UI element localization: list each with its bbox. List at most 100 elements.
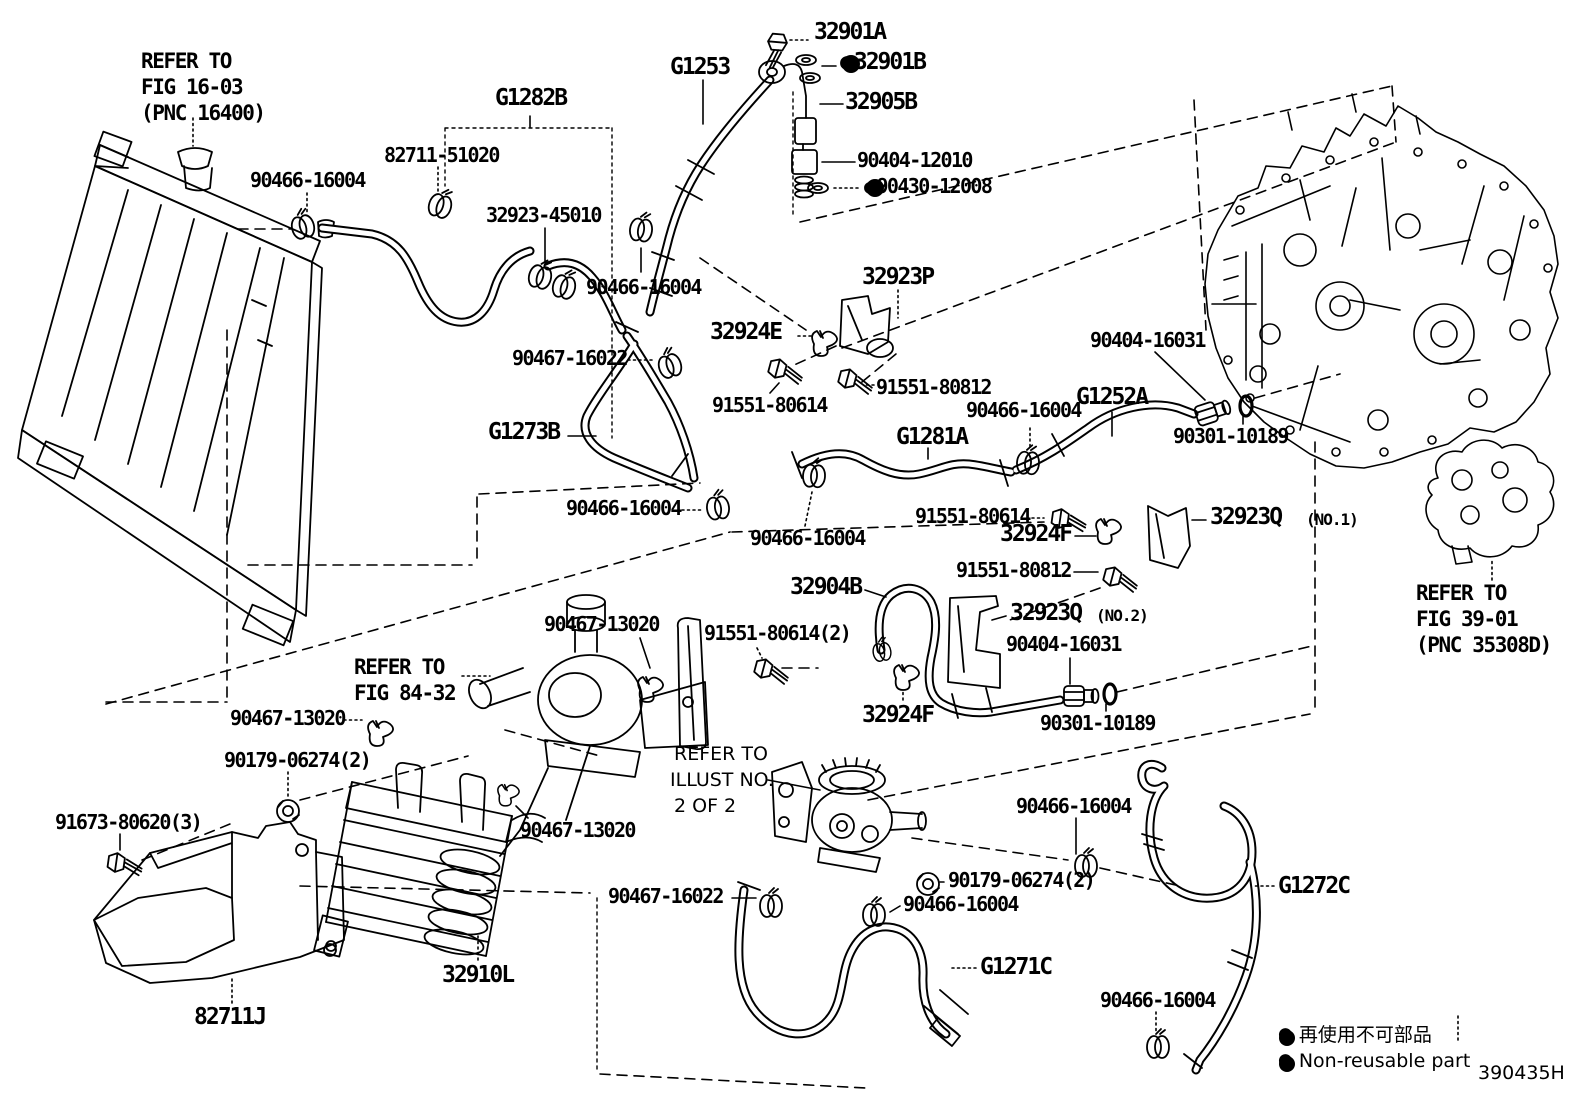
note-fig16-line3-text: (PNC 16400)	[141, 101, 266, 125]
cooler-bracket	[459, 772, 487, 831]
part-32923-45010-text: 32923-45010	[486, 203, 602, 227]
part-90404-16031-a: 90404-16031	[1090, 328, 1206, 352]
part-32905b: 32905B	[845, 90, 918, 114]
note-illust-line2: ILLUST NO.	[670, 769, 774, 791]
part-g1272c: G1272C	[1278, 873, 1351, 899]
air-duct	[93, 821, 345, 984]
part-32901b: ●32901B	[840, 49, 927, 75]
part-91551-80614-a-text: 91551-80614	[712, 393, 828, 417]
note-fig3901-line2-text: FIG 39-01	[1416, 607, 1519, 631]
note-fig8432-line1: REFER TO	[354, 655, 445, 679]
part-90179-06274-a-text: 90179-06274(2)	[224, 748, 372, 772]
part-90466-16004-a-text: 90466-16004	[250, 168, 366, 192]
non-reusable-bullet-icon: ●	[840, 49, 854, 75]
part-90404-16031-a-text: 90404-16031	[1090, 328, 1206, 352]
part-g1282b-text: G1282B	[495, 85, 568, 111]
non-reusable-bullet-icon: ●	[864, 174, 876, 198]
part-32923p-text: 32923P	[862, 264, 935, 290]
part-90467-13020-c: 90467-13020	[520, 818, 636, 842]
note-fig8432-line2-text: FIG 84-32	[354, 681, 457, 705]
part-32924e-text: 32924E	[710, 319, 783, 345]
note-fig3901-line1: REFER TO	[1416, 581, 1507, 605]
part-90467-13020-c-text: 90467-13020	[520, 818, 636, 842]
bracket-32923q-no2	[947, 595, 1001, 689]
part-32923q-no1: 32923Q	[1210, 504, 1283, 530]
part-g1282b: G1282B	[495, 85, 568, 111]
note-illust-line1: REFER TO	[674, 743, 768, 765]
part-90467-16022-a-text: 90467-16022	[512, 346, 628, 370]
part-32924f-a: 32924F	[1000, 522, 1073, 546]
part-90430-12008-text: 90430-12008	[876, 174, 992, 198]
part-90466-16004-c-text: 90466-16004	[566, 496, 682, 520]
part-90404-12010-text: 90404-12010	[857, 148, 973, 172]
part-90467-13020-b-text: 90467-13020	[230, 706, 346, 730]
note-illust-line2-text: ILLUST NO.	[670, 769, 774, 791]
note-fig16-line1-text: REFER TO	[141, 49, 232, 73]
part-91551-80614-a: 91551-80614	[712, 393, 828, 417]
note-fig8432-line1-text: REFER TO	[354, 655, 445, 679]
part-90466-16004-e: 90466-16004	[966, 400, 1082, 421]
part-g1281a: G1281A	[896, 424, 969, 450]
construction-lines	[105, 85, 1397, 1089]
part-90466-16004-h-text: 90466-16004	[1100, 988, 1216, 1012]
part-90179-06274-a: 90179-06274(2)	[224, 748, 372, 772]
part-32924e: 32924E	[710, 319, 783, 345]
part-32923q-no1-text: 32923Q	[1210, 504, 1283, 530]
non-reusable-bullet-icon	[842, 55, 860, 73]
part-90467-13020-a-text: 90467-13020	[544, 612, 660, 636]
part-32904b: 32904B	[790, 575, 863, 599]
part-82711j: 82711J	[194, 1004, 267, 1030]
note-fig3901-line3-text: (PNC 35308D)	[1416, 633, 1552, 657]
part-32923p: 32923P	[862, 264, 935, 290]
part-g1273b-text: G1273B	[488, 419, 561, 445]
part-82711j-text: 82711J	[194, 1004, 267, 1030]
part-90430-12008: ●90430-12008	[864, 174, 993, 198]
qualifier-no2-text: (NO.2)	[1096, 606, 1149, 625]
part-90404-12010: 90404-12010	[857, 148, 973, 172]
part-g1271c-text: G1271C	[980, 954, 1053, 980]
part-90467-16022-b: 90467-16022	[608, 886, 724, 907]
part-90466-16004-g-text: 90466-16004	[1016, 794, 1132, 818]
part-90466-16004-d-text: 90466-16004	[750, 526, 866, 550]
part-90301-10189-b: 90301-10189	[1040, 711, 1156, 735]
hoses	[317, 60, 1261, 1075]
note-illust-line3: 2 OF 2	[674, 795, 737, 817]
part-90301-10189-b-text: 90301-10189	[1040, 711, 1156, 735]
part-91551-80614-c: 91551-80614(2)	[704, 621, 852, 645]
radiator-outlet	[317, 219, 335, 239]
part-g1281a-text: G1281A	[896, 424, 969, 450]
radiator-cap	[177, 147, 213, 192]
part-g1272c-text: G1272C	[1278, 873, 1351, 899]
part-91551-80614-b: 91551-80614	[915, 506, 1031, 527]
part-90466-16004-f-text: 90466-16004	[903, 892, 1019, 916]
hose-branch-connector	[923, 989, 969, 1047]
qualifier-no2: (NO.2)	[1096, 606, 1149, 625]
legend-bullet-icon	[1279, 1030, 1295, 1046]
note-fig16-line2: FIG 16-03	[141, 76, 244, 98]
part-90467-16022-a: 90467-16022	[512, 346, 628, 370]
note-fig16-line3: (PNC 16400)	[141, 101, 266, 125]
bullet-marks	[842, 55, 1295, 1072]
part-32910l: 32910L	[442, 963, 515, 987]
part-91673-80620-text: 91673-80620(3)	[55, 810, 203, 834]
radiator	[17, 130, 335, 647]
part-90301-10189-a: 90301-10189	[1173, 424, 1289, 448]
drawing-number-text: 390435H	[1478, 1062, 1565, 1084]
part-90301-10189-a-text: 90301-10189	[1173, 424, 1289, 448]
note-fig3901-line1-text: REFER TO	[1416, 581, 1507, 605]
bracket-32923q-no1	[1147, 505, 1191, 569]
non-reusable-bullet-icon: ●	[1278, 1050, 1293, 1070]
part-91551-80614-c-text: 91551-80614(2)	[704, 621, 852, 645]
part-32923q-no2: 32923Q	[1010, 601, 1083, 625]
water-pump	[468, 594, 709, 857]
part-32901a: 32901A	[814, 20, 887, 44]
part-g1253-text: G1253	[670, 54, 731, 80]
cooler-bracket	[395, 761, 424, 813]
part-90404-16031-b: 90404-16031	[1006, 634, 1122, 655]
part-90466-16004-h: 90466-16004	[1100, 988, 1216, 1012]
note-illust-line1-text: REFER TO	[674, 743, 768, 765]
note-illust-line3-text: 2 OF 2	[674, 795, 737, 817]
